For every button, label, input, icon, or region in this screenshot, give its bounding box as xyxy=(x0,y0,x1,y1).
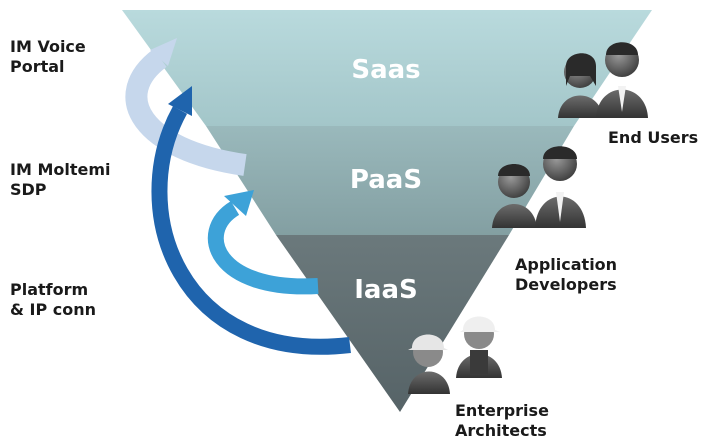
platform-ip-conn-label: Platform & IP conn xyxy=(10,280,140,320)
voice-portal-arrowhead xyxy=(150,38,177,66)
iaas-layer xyxy=(276,235,509,412)
voice-portal-arrow xyxy=(125,49,247,176)
arrows xyxy=(125,38,351,355)
end-users-icon xyxy=(558,42,648,118)
im-moltemi-sdp-label: IM Moltemi SDP xyxy=(10,160,140,200)
end-users-line1: End Users xyxy=(608,128,699,147)
platform-ip-conn-line1: Platform xyxy=(10,280,89,299)
application-developers-icon xyxy=(492,146,586,228)
application-developers-line1: Application xyxy=(515,255,618,274)
im-moltemi-sdp-line1: IM Moltemi xyxy=(10,160,111,179)
im-moltemi-sdp-line2: SDP xyxy=(10,180,47,199)
im-voice-portal-line1: IM Voice xyxy=(10,37,86,56)
saas-label: Saas xyxy=(351,55,420,85)
enterprise-architects-line2: Architects xyxy=(455,421,547,440)
saas-layer xyxy=(122,10,652,126)
im-voice-portal-line2: Portal xyxy=(10,57,65,76)
platform-outer-arrow xyxy=(151,106,351,355)
platform-ip-conn-line2: & IP conn xyxy=(10,300,97,319)
platform-outer-arrowhead xyxy=(168,86,192,116)
application-developers-line2: Developers xyxy=(515,275,617,294)
im-voice-portal-label: IM Voice Portal xyxy=(10,37,140,77)
application-developers-label: Application Developers xyxy=(515,255,655,295)
iaas-label: IaaS xyxy=(354,275,418,305)
paas-layer xyxy=(206,126,574,235)
moltemi-arrow xyxy=(207,201,319,295)
moltemi-arrowhead xyxy=(224,190,254,216)
paas-label: PaaS xyxy=(350,165,422,195)
end-users-label: End Users xyxy=(608,128,713,148)
enterprise-architects-label: Enterprise Architects xyxy=(455,401,595,441)
enterprise-architects-line1: Enterprise xyxy=(455,401,549,420)
enterprise-architects-icon xyxy=(408,316,502,394)
